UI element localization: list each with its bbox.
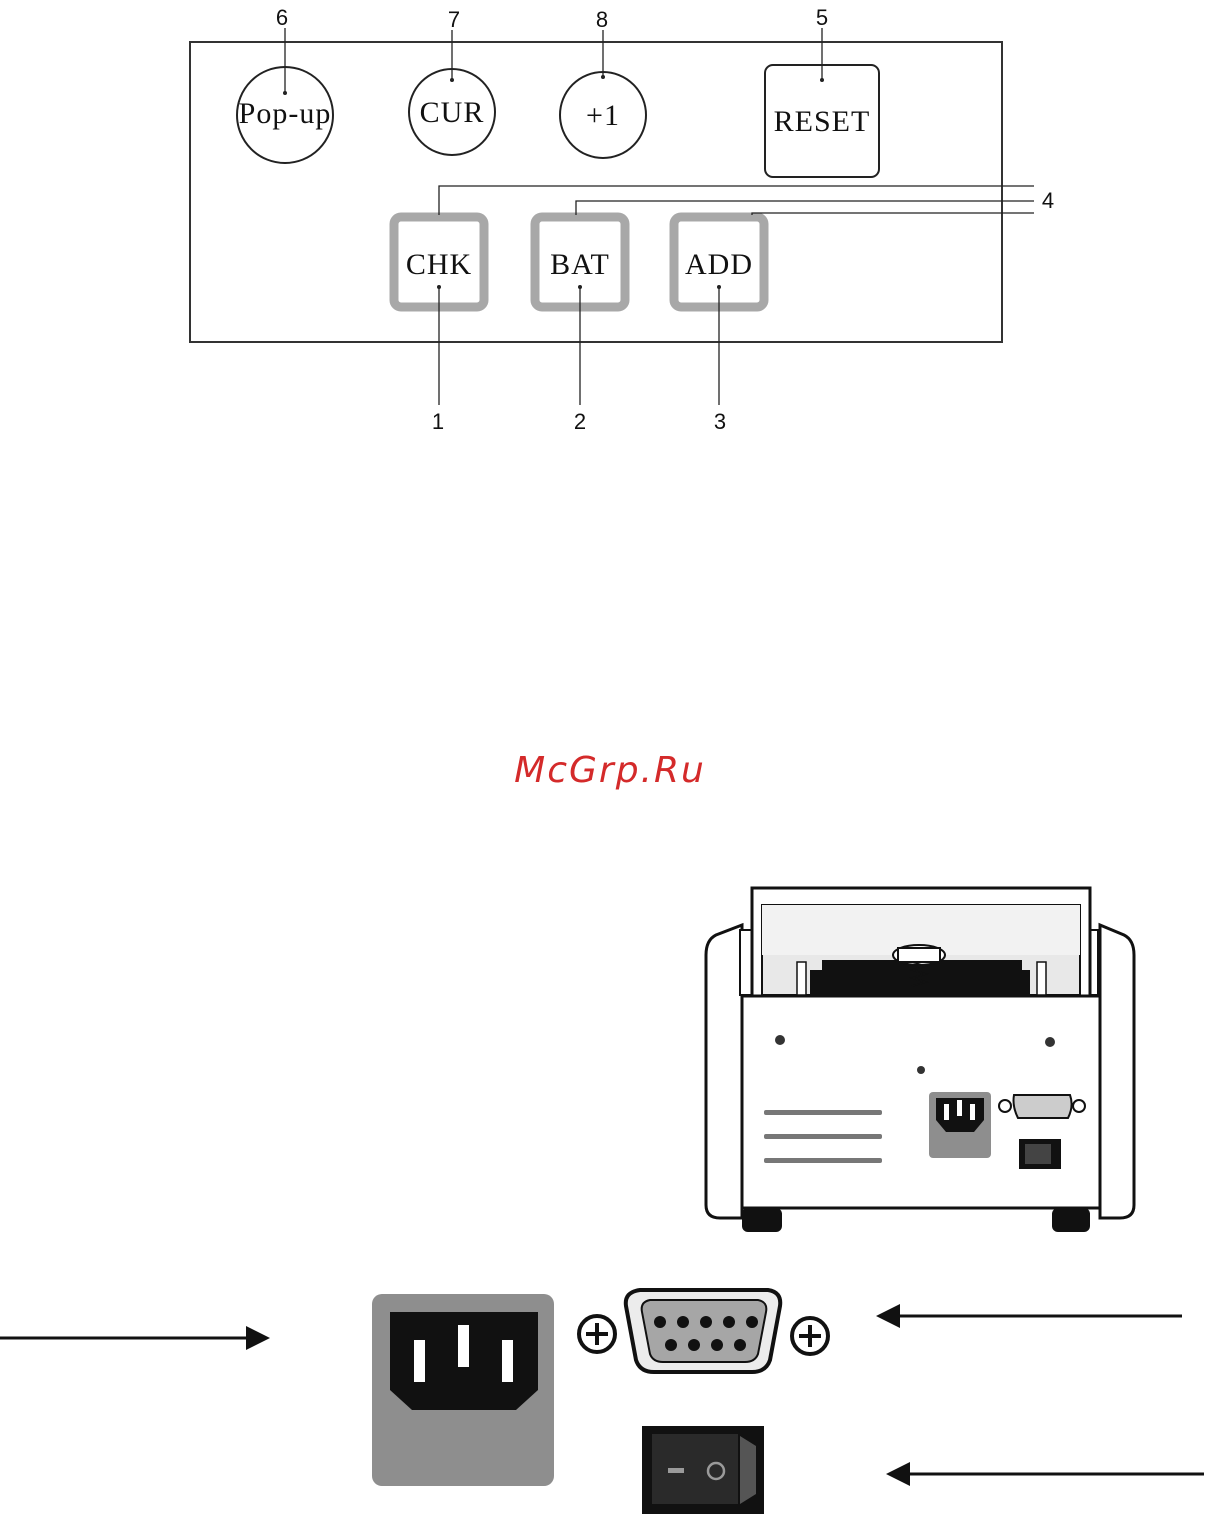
callout-4: 4 [1042, 188, 1054, 213]
arrow-serial-port [876, 1304, 1182, 1328]
bat-key-label: BAT [550, 248, 610, 281]
reset-key-label: RESET [774, 105, 871, 138]
callout-2: 2 [574, 409, 586, 434]
popup-key-label: Pop-up [239, 97, 332, 130]
serial-port [579, 1290, 828, 1372]
chk-key-label: CHK [406, 248, 472, 281]
add-key-label: ADD [685, 248, 753, 281]
power-switch [642, 1426, 764, 1514]
plus-one-key: +1 [560, 72, 646, 158]
watermark-text: McGrp.Ru [514, 750, 706, 791]
control-panel: Pop-up CUR +1 RESET CHK BAT ADD [190, 42, 1002, 342]
callout-5: 5 [816, 5, 828, 30]
callout-1: 1 [432, 409, 444, 434]
machine-rear-view [706, 888, 1134, 1232]
callout-6: 6 [276, 5, 288, 30]
callout-7: 7 [448, 7, 460, 32]
callout-8: 8 [596, 7, 608, 32]
arrow-power-socket [0, 1326, 270, 1350]
callout-3: 3 [714, 409, 726, 434]
plus-one-key-label: +1 [586, 99, 620, 132]
arrow-power-switch [886, 1462, 1204, 1486]
cur-key-label: CUR [420, 96, 485, 129]
power-socket [372, 1294, 554, 1486]
